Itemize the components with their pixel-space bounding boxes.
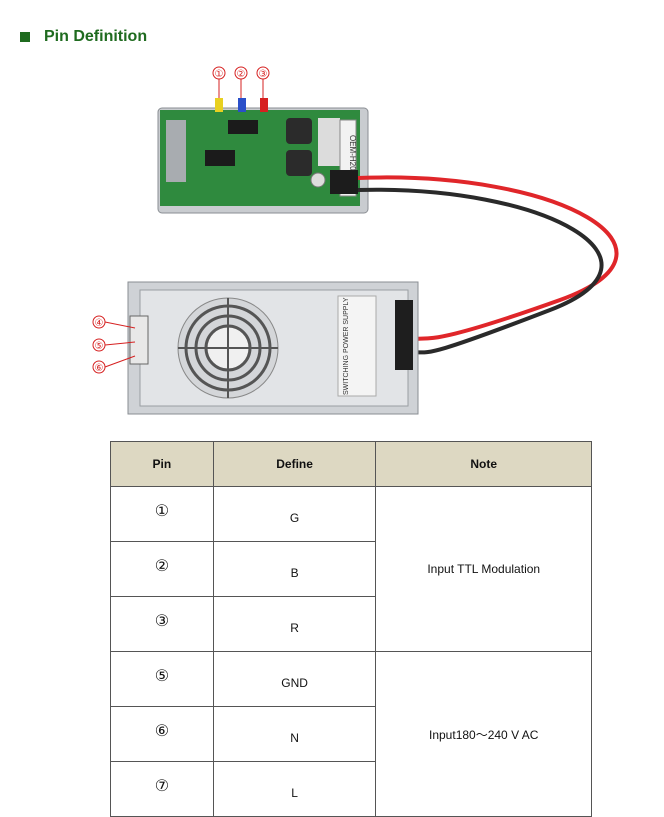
define-cell: N xyxy=(212,706,377,762)
square-bullet-icon xyxy=(20,32,30,42)
pin-cell: ② xyxy=(110,541,214,597)
pin-cell: ⑤ xyxy=(110,651,214,707)
table-row: ③ R xyxy=(110,596,592,652)
pin-cell: ⑥ xyxy=(110,706,214,762)
callout-2-label: ② xyxy=(237,69,246,80)
callout-5-label: ⑤ xyxy=(95,341,104,352)
pin-cell: ① xyxy=(110,486,214,542)
black-wire xyxy=(357,187,604,355)
pin-table: Pin Define Note ① G Input TTL Modulation… xyxy=(110,441,592,817)
driver-board xyxy=(157,98,369,214)
callout-3-label: ③ xyxy=(259,69,268,80)
note-cell: Input180～240 V AC xyxy=(375,651,592,817)
header-pin: Pin xyxy=(110,441,214,487)
table-row: ⑥ N xyxy=(110,706,592,762)
product-photo: OEM-H20 ① ② ③ SWITCHING POWER SUPPLY ④ xyxy=(92,66,619,415)
define-cell: L xyxy=(212,761,377,817)
callout-5 xyxy=(92,338,136,352)
power-supply xyxy=(127,281,419,415)
callout-1-label: ① xyxy=(215,69,224,80)
section-header: Pin Definition xyxy=(20,28,147,46)
pin-cell: ③ xyxy=(110,596,214,652)
define-cell: GND xyxy=(212,651,377,707)
table-row: ① G Input TTL Modulation xyxy=(110,486,592,652)
callout-4 xyxy=(92,315,136,329)
psu-label: SWITCHING POWER SUPPLY xyxy=(343,297,350,395)
define-cell: B xyxy=(212,541,377,597)
table-header-row: Pin Define Note xyxy=(110,441,592,487)
table-row: ⑤ GND Input180～240 V AC xyxy=(110,651,592,817)
section-title: Pin Definition xyxy=(44,28,148,45)
table-row: ② B xyxy=(110,541,592,597)
callout-6-label: ⑥ xyxy=(95,363,104,374)
board-label: OEM-H20 xyxy=(348,135,357,171)
callout-3 xyxy=(256,66,270,98)
header-note: Note xyxy=(375,441,592,487)
callout-6 xyxy=(92,355,136,374)
header-define: Define xyxy=(212,441,377,487)
callout-2 xyxy=(234,66,248,98)
pin-cell: ⑦ xyxy=(110,761,214,817)
callout-1 xyxy=(212,66,226,98)
callout-4-label: ④ xyxy=(95,318,104,329)
note-cell: Input TTL Modulation xyxy=(375,486,592,652)
define-cell: R xyxy=(212,596,377,652)
define-cell: G xyxy=(212,486,377,542)
red-wire xyxy=(357,175,619,342)
